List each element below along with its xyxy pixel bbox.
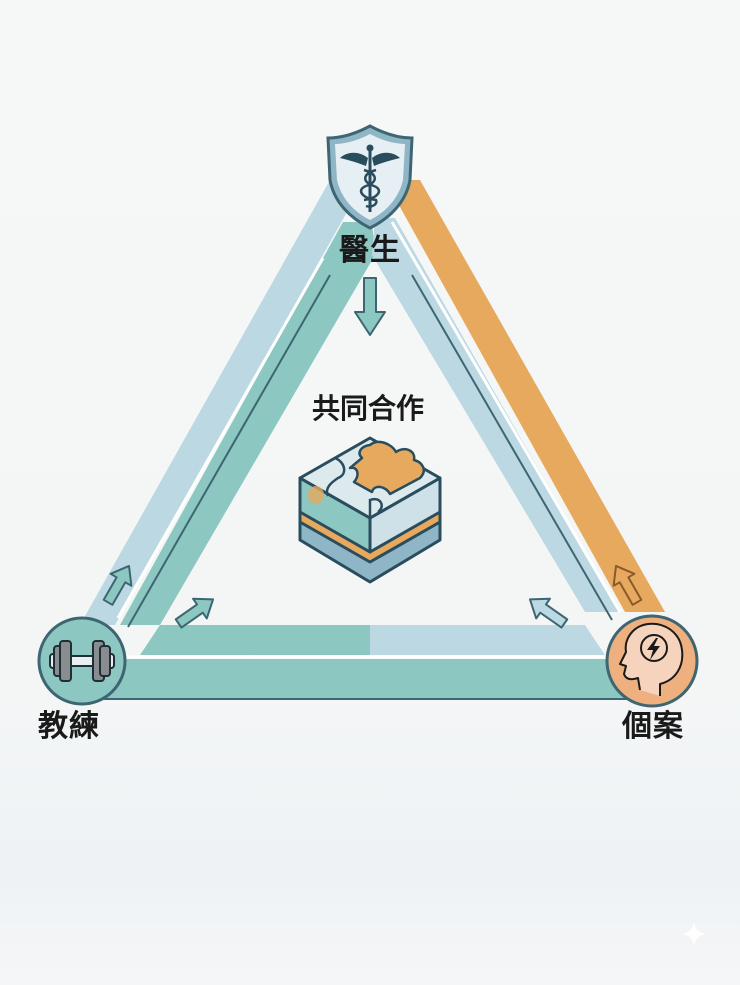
coach-node — [37, 616, 127, 706]
doctor-label: 醫生 — [339, 233, 401, 268]
caduceus-shield-icon — [326, 124, 414, 230]
arrow-up-coach-outer-icon — [102, 564, 133, 606]
client-node — [605, 614, 699, 708]
arrow-up-right-coach-inner-icon — [174, 597, 215, 629]
arrow-down-from-doctor-icon — [354, 277, 386, 336]
arrow-up-client-outer-icon — [612, 564, 643, 606]
coach-label: 教練 — [38, 709, 100, 744]
edge-coach-client — [100, 625, 640, 700]
edge-doctor-client — [372, 180, 665, 621]
puzzle-cube-icon — [298, 436, 442, 584]
dumbbell-icon — [49, 640, 115, 682]
sparkle-icon — [682, 922, 706, 946]
arrow-up-left-client-inner-icon — [528, 597, 569, 629]
client-label: 個案 — [622, 709, 684, 744]
edge-coach-doctor — [80, 180, 375, 628]
collaboration-label: 共同合作 — [312, 392, 425, 425]
head-lightning-icon — [619, 622, 684, 696]
